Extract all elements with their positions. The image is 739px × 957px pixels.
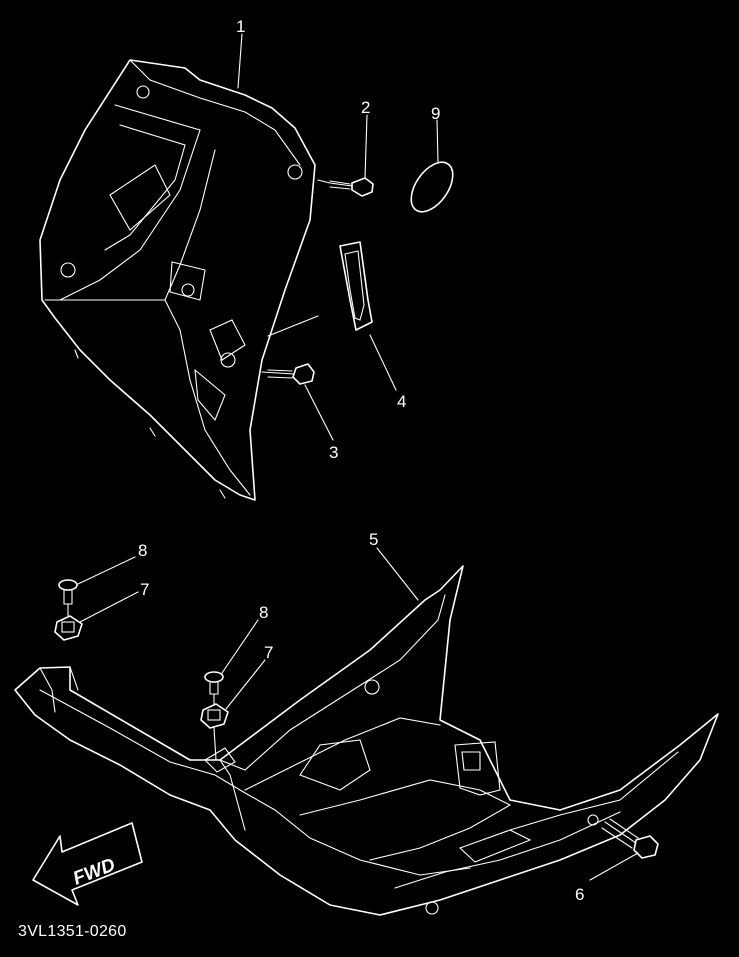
footrest-board-part	[14, 565, 719, 916]
part-label-7-right: 7	[264, 643, 273, 662]
rivet-part	[58, 579, 78, 617]
part-label-7-left: 7	[140, 580, 149, 599]
part-label-1: 1	[236, 17, 245, 36]
screw-part	[261, 363, 315, 385]
screw-part	[317, 177, 374, 197]
grommet-plate-part	[267, 241, 373, 337]
rivet-part	[204, 671, 224, 761]
part-label-5: 5	[369, 530, 378, 549]
part-label-4: 4	[397, 392, 406, 411]
part-number-labels: 1 2 3 4 5 6 7 7 8 8 9	[138, 17, 584, 904]
forward-arrow-icon: FWD	[32, 822, 143, 906]
clip-nut-part	[200, 703, 229, 729]
cap-part	[410, 161, 454, 213]
part-label-6: 6	[575, 885, 584, 904]
drawing-code: 3VL1351-0260	[18, 923, 127, 940]
leg-shield-part	[39, 59, 316, 501]
leader-lines	[77, 33, 639, 881]
part-label-9: 9	[431, 104, 440, 123]
part-label-2: 2	[361, 98, 370, 117]
part-label-8-left: 8	[138, 541, 147, 560]
part-label-8-right: 8	[259, 603, 268, 622]
bolt-part	[601, 818, 659, 859]
forward-direction-label: FWD	[70, 854, 118, 889]
clip-nut-part	[54, 615, 83, 641]
part-label-3: 3	[329, 443, 338, 462]
